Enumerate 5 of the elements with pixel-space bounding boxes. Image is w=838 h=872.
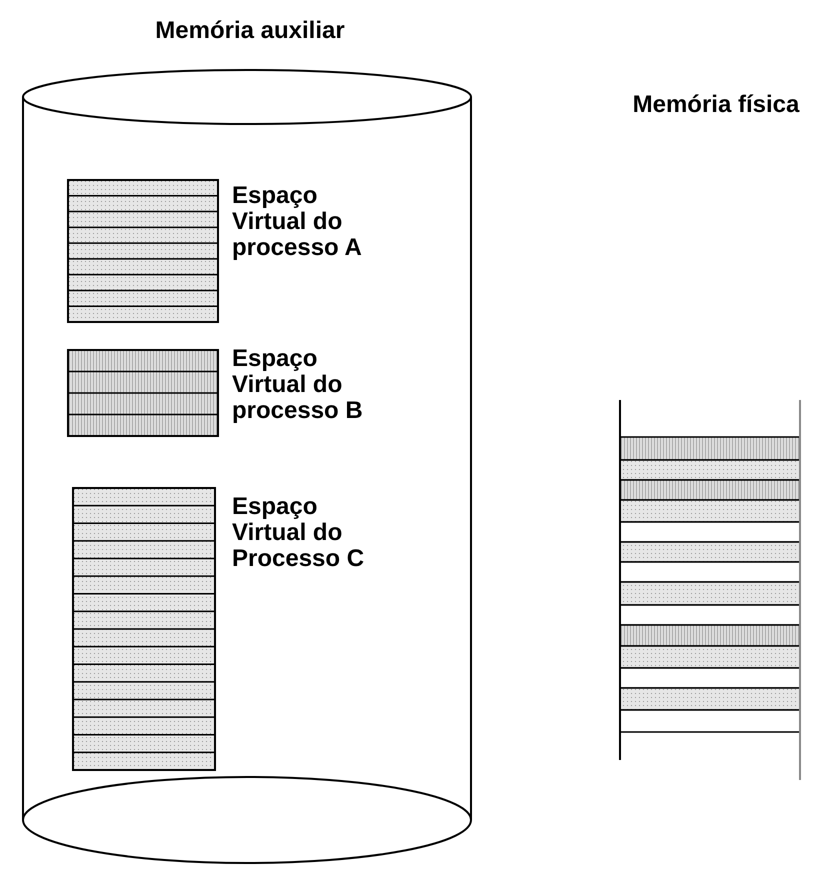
process-label: Espaço Virtual do Processo C [232,494,366,572]
process-label: Espaço Virtual do processo B [232,346,364,424]
memory-title: Memória física [632,92,800,118]
memory-title: Memória auxiliar [154,18,346,44]
process-label: Espaço Virtual do processo A [232,183,363,261]
